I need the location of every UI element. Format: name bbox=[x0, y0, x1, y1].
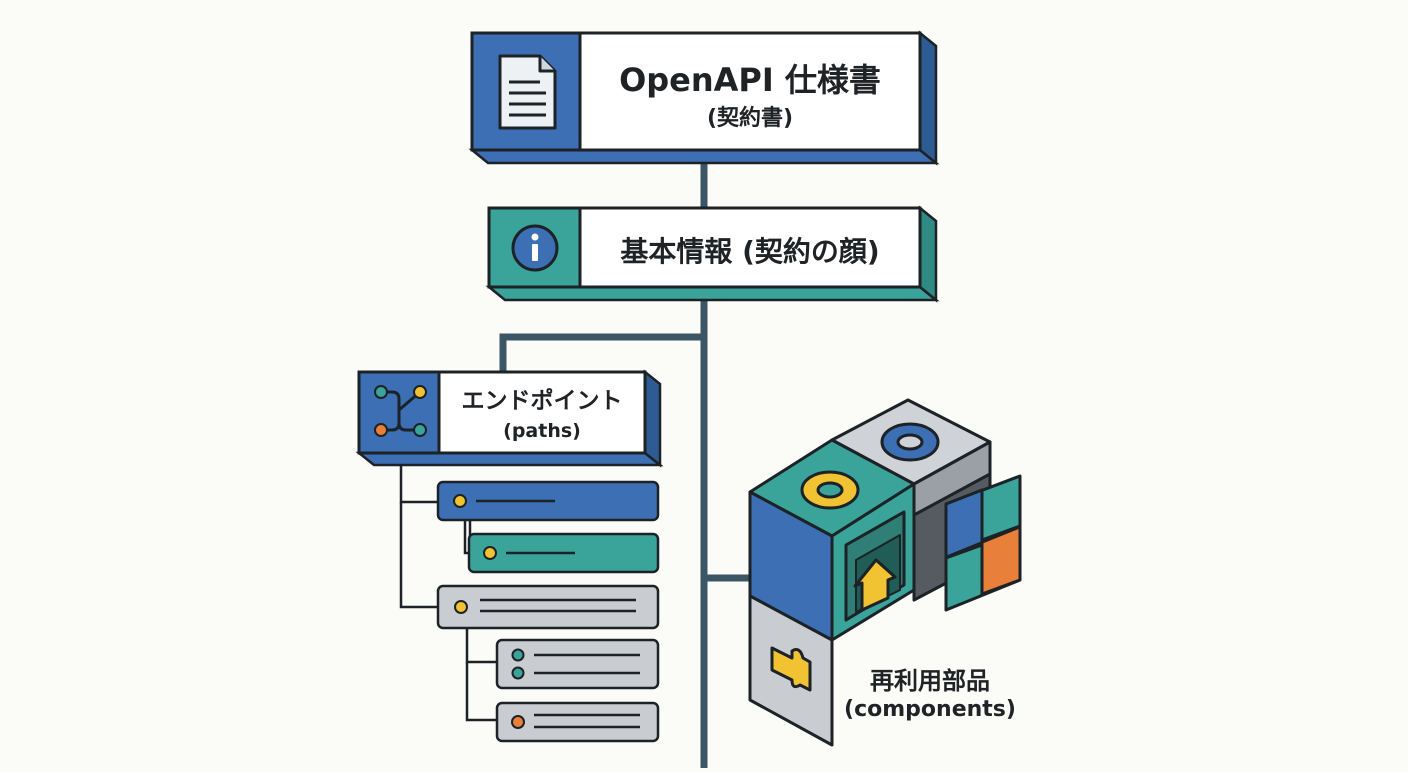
document-icon bbox=[498, 54, 557, 130]
endpoint-item bbox=[495, 701, 660, 743]
components-subtitle: (components) bbox=[844, 697, 1016, 722]
endpoint-item bbox=[436, 480, 660, 522]
puzzle-cube-icon bbox=[748, 398, 1022, 747]
branch-network-icon bbox=[374, 385, 427, 437]
info-title: 基本情報 (契約の顔) bbox=[620, 235, 880, 268]
openapi-title: OpenAPI 仕様書 bbox=[619, 61, 881, 99]
openapi-subtitle: (契約書) bbox=[706, 106, 794, 131]
info-node bbox=[485, 205, 940, 303]
components-title: 再利用部品 bbox=[870, 667, 990, 695]
gear-icon bbox=[880, 422, 940, 462]
info-icon bbox=[511, 224, 559, 272]
paths-subtitle: (paths) bbox=[503, 420, 581, 442]
endpoint-item bbox=[467, 532, 660, 574]
openapi-spec-node bbox=[468, 30, 940, 166]
gear-icon bbox=[800, 470, 860, 510]
endpoint-tree-lines bbox=[399, 466, 497, 722]
endpoint-item bbox=[495, 638, 660, 690]
endpoints-node bbox=[355, 369, 664, 468]
connector-lines bbox=[499, 156, 754, 772]
endpoint-item bbox=[436, 584, 660, 630]
paths-title: エンドポイント bbox=[461, 388, 623, 414]
